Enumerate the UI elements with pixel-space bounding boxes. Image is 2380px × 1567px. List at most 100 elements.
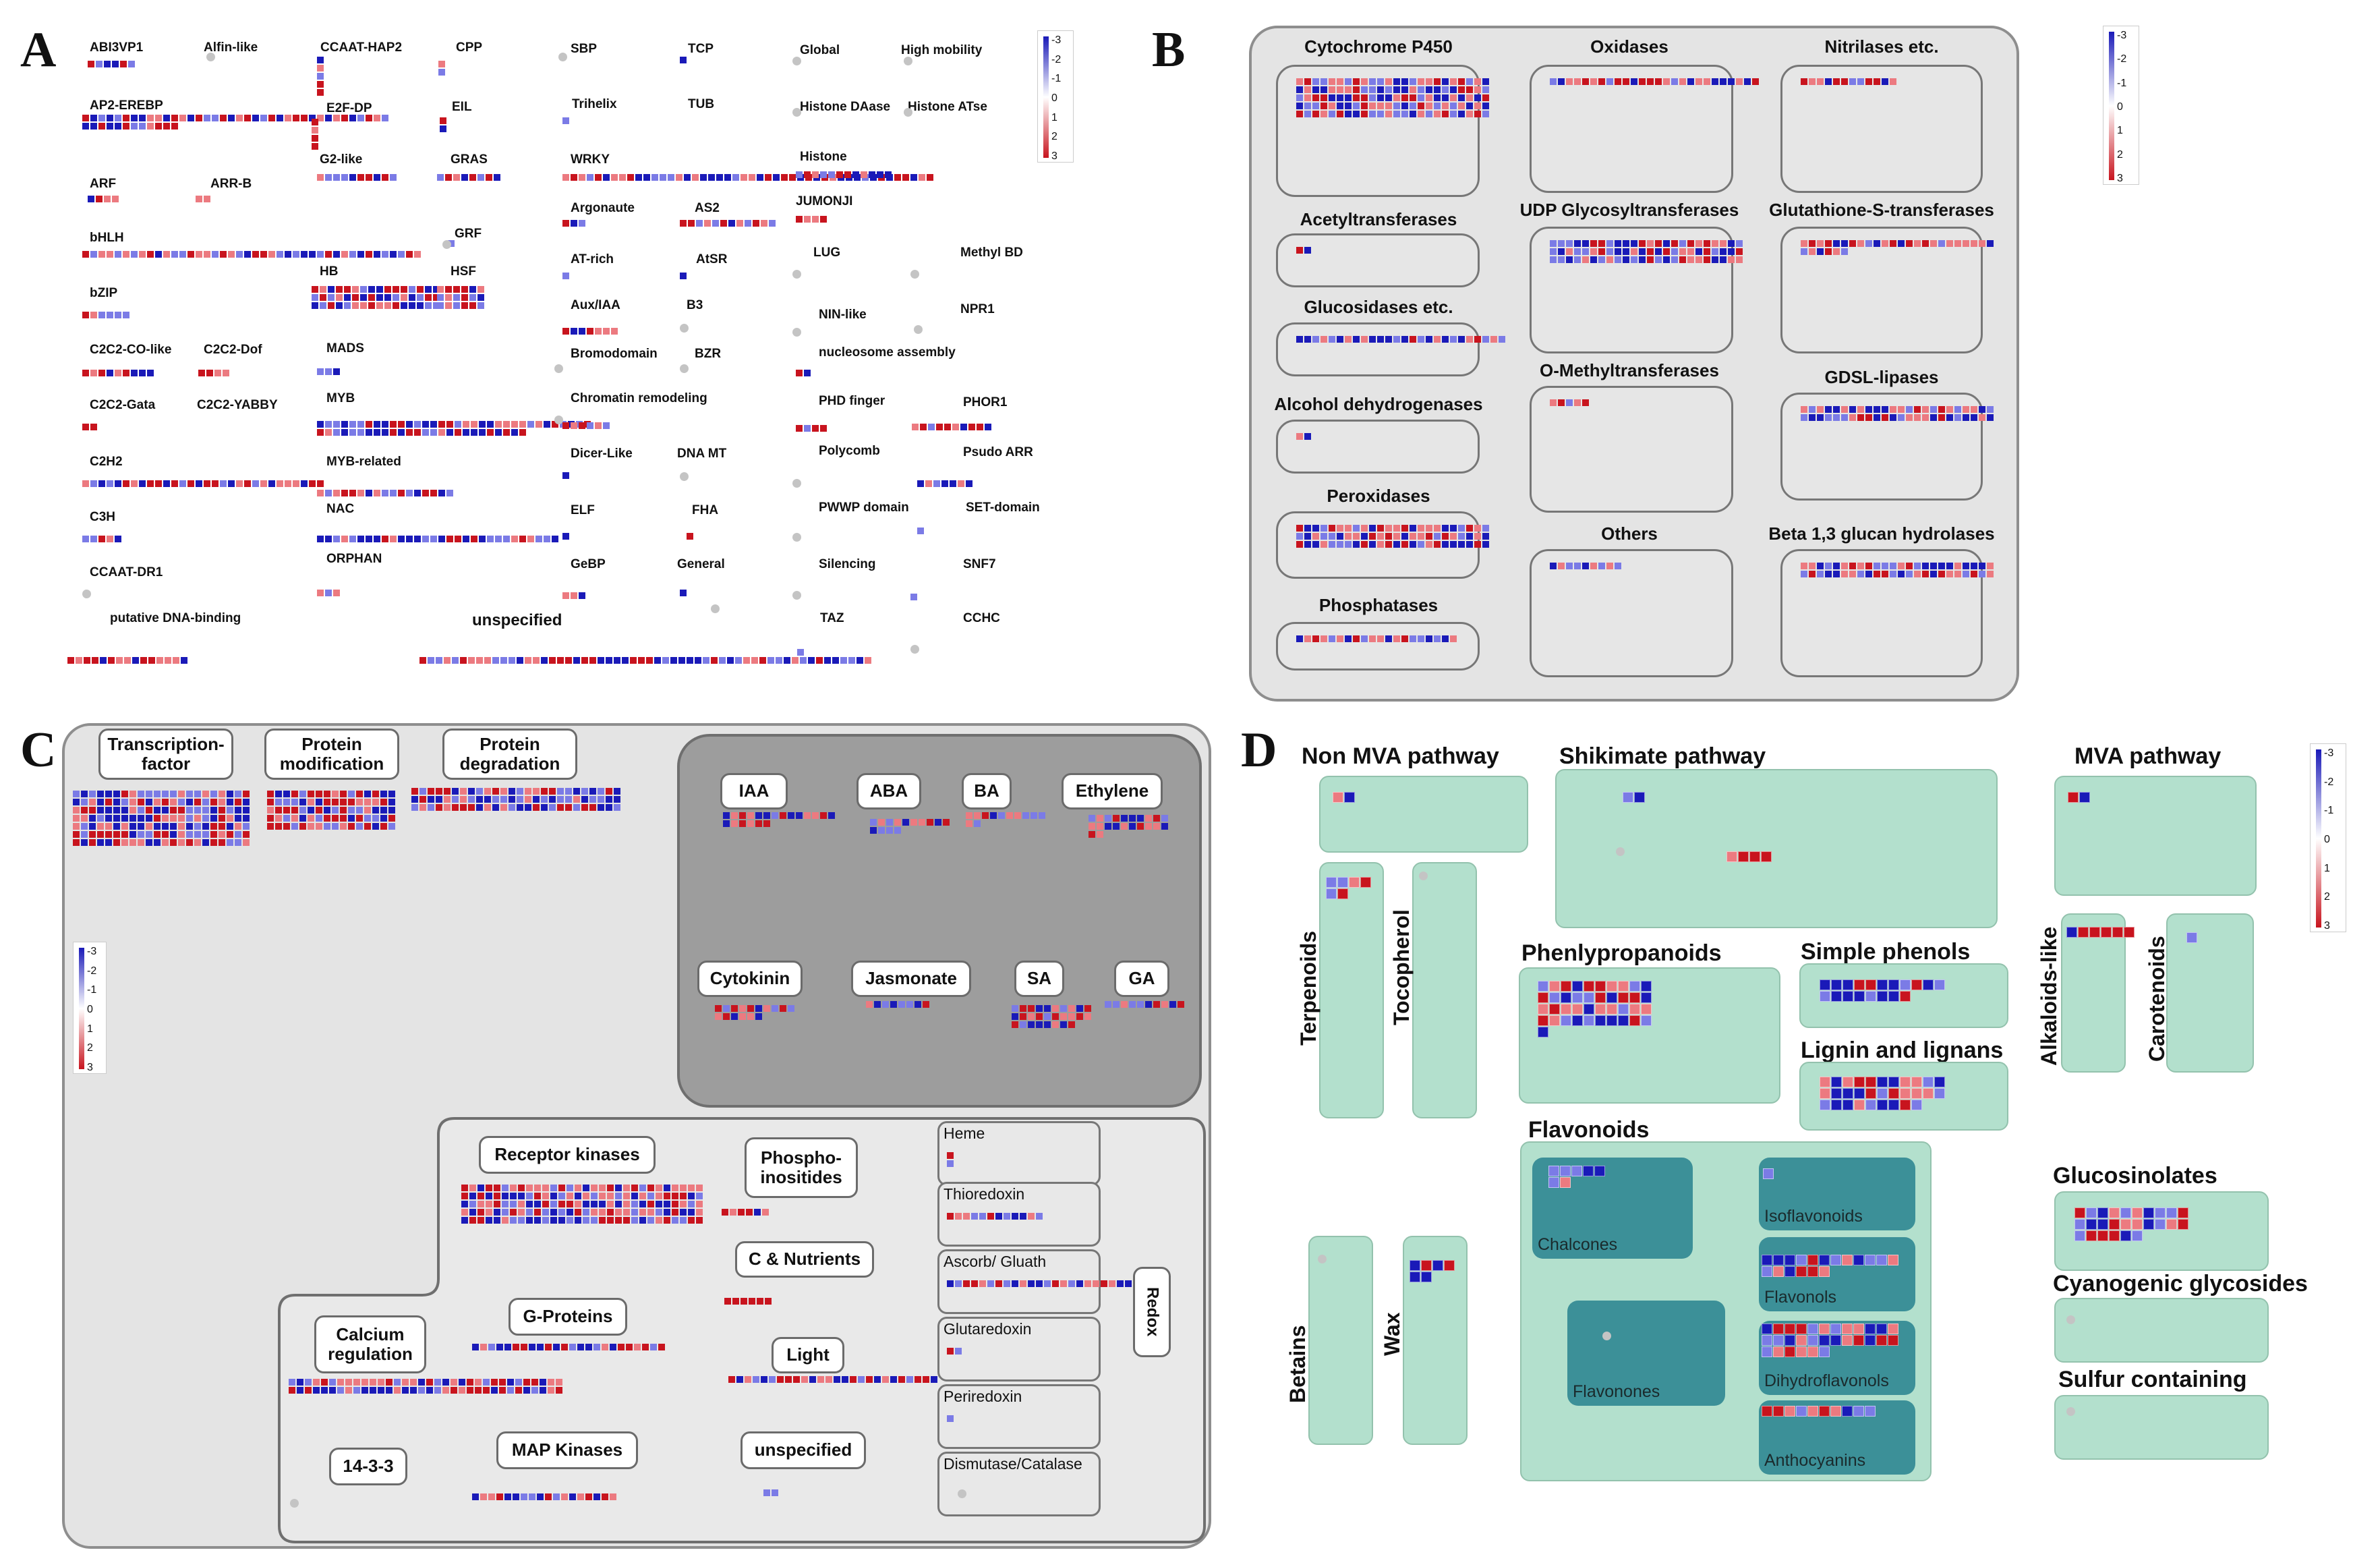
heatmap-cell <box>1426 111 1432 117</box>
tf-family-label: SNF7 <box>963 557 996 571</box>
heatmap-cell <box>1825 571 1832 577</box>
heatmap-cell <box>656 1185 662 1191</box>
heatmap-cell <box>626 1344 633 1350</box>
heatmap-cell <box>1728 240 1735 247</box>
heatmap-cell <box>591 1193 598 1199</box>
heatmap-cell <box>105 831 112 838</box>
heatmap-cell <box>562 472 569 479</box>
tf-heatmap <box>317 57 325 96</box>
heatmap-cell <box>664 1209 670 1216</box>
heatmap-cell <box>361 1379 368 1386</box>
enzyme-group-title: Others <box>1601 523 1658 544</box>
heatmap-cell <box>1971 571 1977 577</box>
heatmap-cell <box>132 657 139 664</box>
heatmap-cell <box>589 788 596 795</box>
heatmap-cell <box>1550 399 1557 406</box>
heatmap-cell <box>1801 414 1807 421</box>
heatmap-cell <box>187 251 194 258</box>
heatmap-cell <box>1938 571 1945 577</box>
heatmap-cell <box>1401 78 1408 85</box>
heatmap-cell <box>461 294 468 301</box>
heatmap-cell <box>763 820 770 827</box>
redox-item-label: Periredoxin <box>944 1388 1022 1405</box>
heatmap-cell <box>1418 635 1424 642</box>
heatmap-cell <box>107 312 113 318</box>
heatmap-cell <box>1736 78 1743 85</box>
pathway-title: Non MVA pathway <box>1302 743 1499 769</box>
heatmap-cell <box>305 1387 312 1394</box>
heatmap-cell <box>836 171 843 178</box>
tf-family-label: C2C2-CO-like <box>90 343 172 357</box>
heatmap-cell <box>453 286 460 293</box>
heatmap-cell <box>1566 256 1573 263</box>
heatmap-cell <box>1809 240 1816 247</box>
heatmap-cell <box>606 657 612 664</box>
heatmap-cell <box>1590 240 1597 247</box>
heatmap-cell <box>1911 1088 1922 1099</box>
heatmap-cell <box>1629 1004 1640 1015</box>
heatmap-cell <box>227 807 233 814</box>
heatmap-cell <box>1854 1077 1865 1087</box>
heatmap-cell <box>1538 1004 1548 1015</box>
heatmap-cell <box>445 302 452 309</box>
heatmap-cell <box>1639 256 1646 263</box>
heatmap-cell <box>1598 256 1605 263</box>
heatmap-cell <box>1854 1100 1865 1110</box>
heatmap-cell <box>1012 1021 1018 1028</box>
heatmap-cell <box>1595 992 1606 1003</box>
heatmap-cell <box>812 216 819 223</box>
tf-family-label: Methyl BD <box>960 246 1023 260</box>
heatmap-cell <box>631 1201 638 1207</box>
enzyme-group-title: Beta 1,3 glucan hydrolases <box>1768 523 1995 544</box>
heatmap-cell <box>610 1493 616 1500</box>
heatmap-cell <box>291 823 298 830</box>
heatmap-cell <box>746 1209 753 1216</box>
heatmap-cell <box>1458 533 1465 540</box>
heatmap-cell <box>1369 78 1376 85</box>
hormone-heatmap <box>966 812 1047 827</box>
heatmap-cell <box>812 812 819 819</box>
heatmap-cell <box>1987 240 1994 247</box>
heatmap-cell <box>146 839 152 846</box>
heatmap-cell <box>1819 1323 1830 1334</box>
heatmap-cell <box>1549 1004 1560 1015</box>
heatmap-cell <box>486 1193 492 1199</box>
heatmap-cell <box>1963 563 1969 569</box>
heatmap-cell <box>438 490 445 496</box>
heatmap-cell <box>550 1217 557 1224</box>
heatmap-cell <box>494 1209 500 1216</box>
heatmap-cell <box>277 251 283 258</box>
heatmap-cell <box>380 823 387 830</box>
heatmap-cell <box>696 220 703 227</box>
heatmap-cell <box>210 799 217 805</box>
heatmap-cell <box>1807 1335 1818 1346</box>
heatmap-cell <box>147 123 154 130</box>
heatmap-cell <box>1458 103 1465 109</box>
heatmap-cell <box>476 788 483 795</box>
scale-tick: -1 <box>2324 805 2334 817</box>
heatmap-cell <box>291 815 298 822</box>
heatmap-cell <box>1841 248 1848 255</box>
heatmap-cell <box>1161 823 1168 830</box>
heatmap-cell <box>1914 240 1921 247</box>
heatmap-cell <box>804 171 811 178</box>
heatmap-cell <box>517 788 523 795</box>
heatmap-cell <box>1784 1323 1795 1334</box>
heatmap-cell <box>1410 1260 1420 1271</box>
heatmap-cell <box>446 421 453 428</box>
heatmap-cell <box>244 480 251 487</box>
heatmap-cell <box>1337 336 1343 343</box>
redox-item-label: Dismutase/Catalase <box>944 1455 1082 1473</box>
heatmap-cell <box>411 804 418 811</box>
heatmap-cell <box>727 657 734 664</box>
heatmap-cell <box>382 429 388 436</box>
heatmap-cell <box>1623 240 1629 247</box>
heatmap-cell <box>526 1201 533 1207</box>
heatmap-cell <box>1369 541 1376 548</box>
heatmap-cell <box>1458 541 1465 548</box>
heatmap-cell <box>108 657 115 664</box>
heatmap-cell <box>753 220 759 227</box>
heatmap-cell <box>414 421 421 428</box>
heatmap-cell <box>1377 111 1384 117</box>
heatmap-cell <box>1720 256 1726 263</box>
